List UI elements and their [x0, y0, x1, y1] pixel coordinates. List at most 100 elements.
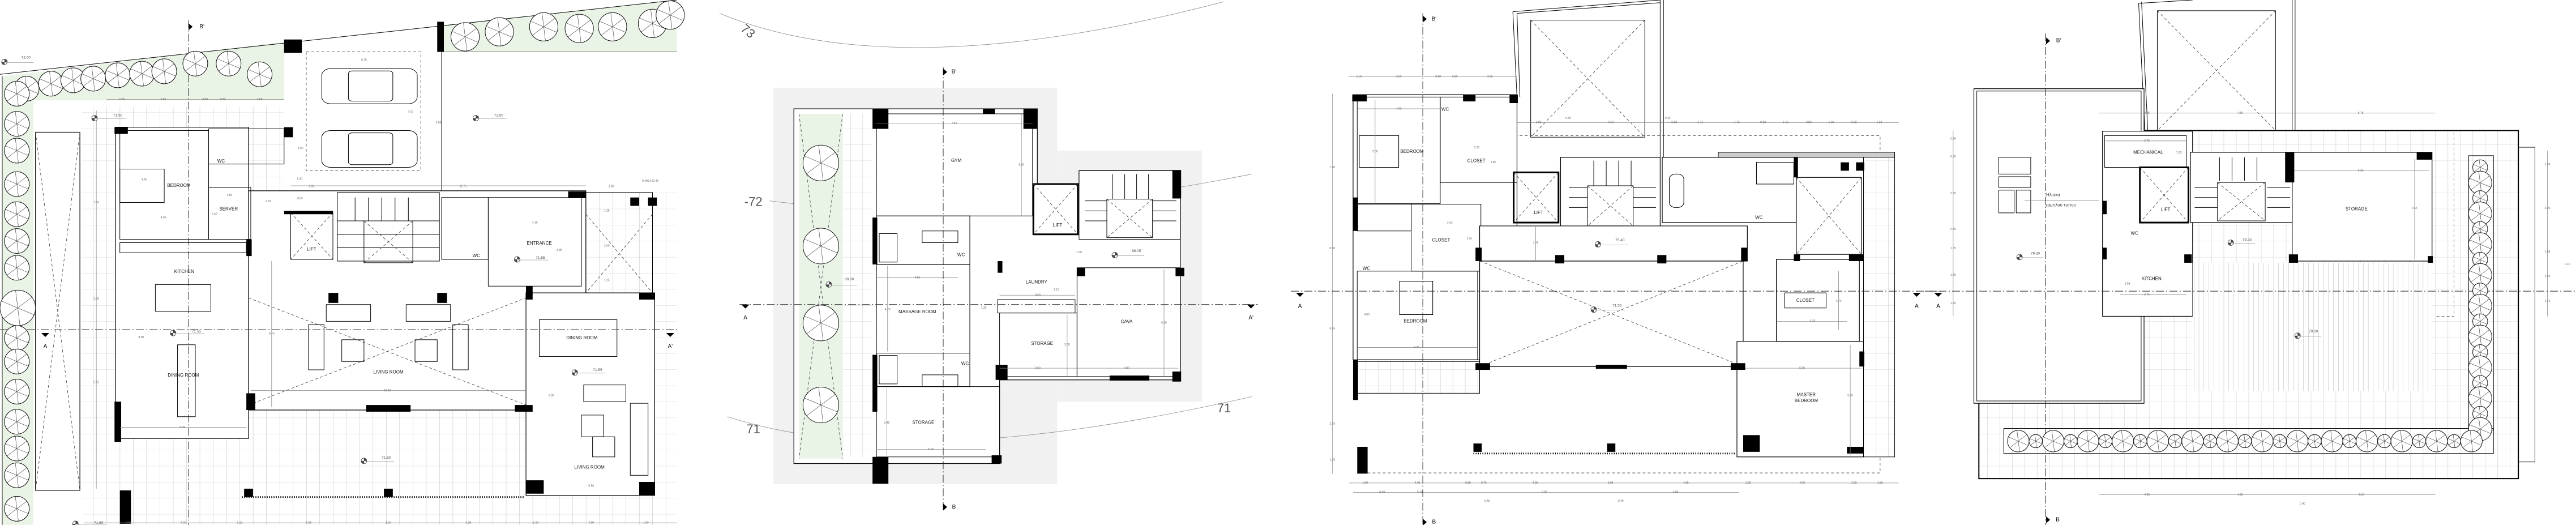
tree-icon — [2321, 430, 2343, 453]
contour-label: 71 — [746, 422, 760, 436]
dimension-label: 0.98 — [126, 521, 131, 524]
room-label: MASTER — [1797, 392, 1816, 397]
deck — [2192, 262, 2432, 391]
dimension-label: 5.50 — [588, 484, 594, 488]
dimension-label: 1.90 — [298, 147, 303, 150]
dimension-label: 11.75 — [460, 185, 467, 189]
tree-icon — [451, 22, 480, 52]
section-marker-icon — [741, 304, 750, 309]
section-label: A — [44, 343, 48, 349]
level-label: 68.05 — [1132, 249, 1141, 253]
tree-icon — [129, 61, 155, 87]
tree-icon — [2472, 375, 2488, 391]
first-floor-plan — [1291, 0, 1941, 525]
tree-icon — [2472, 313, 2488, 330]
room-label: ENTRANCE — [527, 241, 552, 246]
dimension-label: 1.80 — [226, 194, 232, 197]
dimension-label: 4.25 — [2144, 493, 2150, 497]
dimension-label: 4.15 — [532, 221, 538, 224]
dimension-label: 2.00 — [604, 245, 610, 248]
dimension-label: 4.20 — [885, 308, 891, 311]
section-label: B' — [2056, 38, 2061, 44]
dimension-label: 1.75 — [1734, 121, 1740, 125]
dimension-label: 4.00 — [1364, 313, 1370, 317]
room-label: MECHANICAL — [2133, 150, 2163, 155]
dimension-label: 0.40 — [1618, 500, 1624, 503]
dimension-label: 0.80 — [1329, 247, 1335, 250]
dimension-label: 5.00 — [1372, 150, 1378, 153]
property-line — [0, 0, 677, 74]
dimension-label: 0.80 — [220, 98, 226, 101]
bathtub-icon — [1669, 174, 1684, 207]
section-marker-icon — [1423, 15, 1427, 23]
dimension-label: 5.00 — [1019, 164, 1024, 167]
dimension-label: 7.00 — [93, 201, 99, 204]
dimension-label: 6.10 — [2359, 493, 2364, 497]
landscape-and-markers — [0, 1, 2492, 525]
tree-icon — [2412, 434, 2427, 449]
dimension-label: 4.00 — [1799, 481, 1805, 485]
tree-icon — [2273, 434, 2287, 449]
dimension-label: 1.00 — [643, 521, 649, 524]
dimension-label: 3.35 — [557, 249, 562, 252]
dimension-label: 4.80 — [1124, 366, 1129, 370]
tree-icon — [0, 289, 36, 326]
lift-shaft — [1033, 184, 1078, 234]
tree-icon — [4, 409, 30, 435]
dimension-label: 3.85 — [915, 276, 921, 279]
section-marker-icon — [666, 333, 674, 337]
dimension-label: 3.60 — [1035, 366, 1041, 370]
dimension-label: 1.25 — [604, 279, 610, 283]
dimension-label: 8.90 — [138, 336, 144, 339]
void-above — [1531, 20, 1645, 137]
dimension-label: 0.40 — [1484, 500, 1490, 503]
tree-icon — [656, 1, 685, 30]
level-marker-icon — [72, 520, 107, 525]
tree-icon — [4, 228, 30, 254]
dimension-label: 4.00 — [588, 521, 594, 524]
tree-icon — [2472, 221, 2488, 237]
section-label: A — [743, 315, 747, 321]
tree-icon — [2112, 430, 2134, 453]
section-label: B' — [1432, 16, 1437, 22]
tree-icon — [529, 12, 558, 41]
dimension-label: 3.00 — [1396, 75, 1402, 79]
dimension-label: 4.00 — [1415, 481, 1420, 485]
level-label: 79.25 — [2243, 238, 2252, 242]
kitchen-island — [155, 284, 211, 311]
tree-icon — [485, 17, 514, 46]
car-icon — [322, 130, 417, 167]
room-label: LIFT — [1534, 210, 1543, 215]
room-label: STORAGE — [2346, 206, 2368, 211]
dimension-label: 0.40 — [2300, 502, 2305, 506]
dimension-label: 0.90 — [1950, 155, 1956, 159]
level-marker-icon — [170, 330, 204, 336]
staircase — [1560, 157, 1660, 226]
dimension-label: 1.60 — [1877, 121, 1882, 125]
dimension-label: 1.08 — [2545, 163, 2551, 167]
sofa-icon — [630, 403, 648, 475]
tree-icon — [4, 171, 30, 197]
room-label: WC — [957, 252, 965, 257]
dimension-label: 2.00 — [93, 297, 99, 301]
tree-icon — [2377, 434, 2391, 449]
level-marker-icon — [825, 281, 858, 288]
dimension-label: 0.80 — [1671, 121, 1677, 125]
section-marker-icon — [1423, 518, 1427, 525]
dimension-label: 4.25 — [465, 521, 471, 524]
room-label: WC — [1441, 106, 1449, 112]
dimension-label: 1.40 — [1783, 121, 1788, 125]
tree-icon — [802, 144, 839, 181]
dimension-label: 3.00 — [1064, 343, 1070, 347]
tree-icon — [105, 62, 131, 88]
tree-icon — [2308, 434, 2322, 449]
dimension-label: 3.00 — [2545, 207, 2551, 210]
level-marker-icon — [571, 369, 606, 376]
room-label: SERVER — [219, 206, 238, 211]
section-label: B' — [199, 24, 204, 30]
room-label: CLOSET — [1796, 298, 1815, 303]
section-label: A' — [668, 343, 673, 349]
dimension-label: 4.50 — [2237, 493, 2243, 497]
room-label: STORAGE — [912, 420, 934, 425]
dimension-label: 0.80 — [1806, 121, 1812, 125]
